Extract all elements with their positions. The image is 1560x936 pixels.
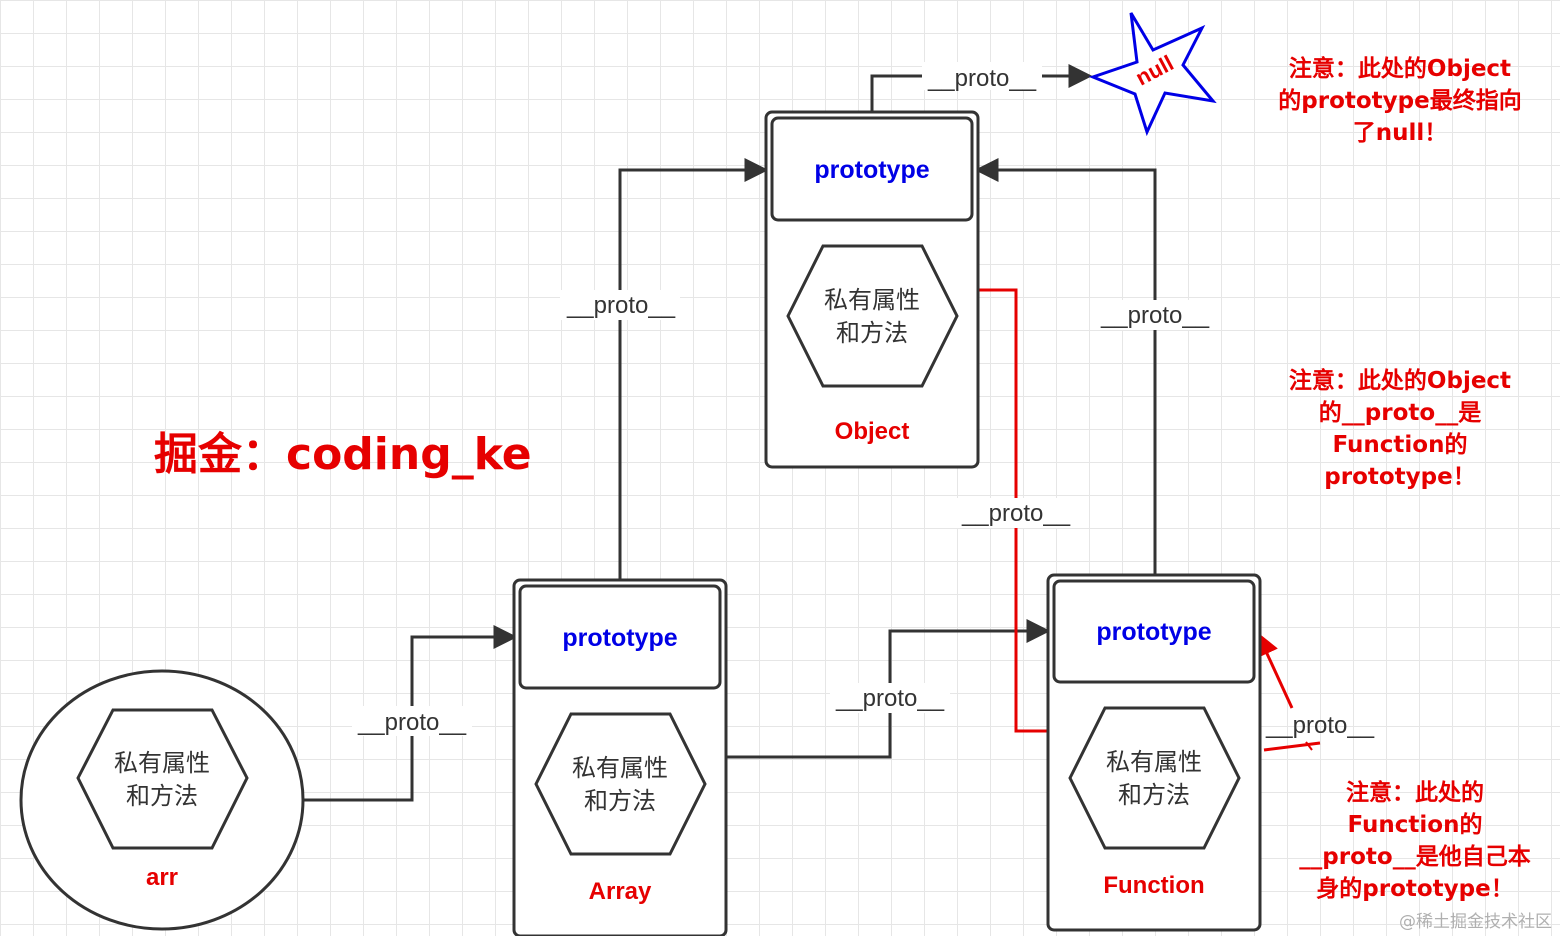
edge-label-object-to-null: __proto__ bbox=[927, 65, 1037, 92]
null-node: null bbox=[1088, 12, 1217, 137]
array-prototype-box bbox=[518, 584, 722, 690]
edge-arr-to-array: __proto__ bbox=[304, 625, 518, 802]
object-name: Object bbox=[835, 418, 910, 445]
note-object-prototype-null: 注意：此处的Object 的prototype最终指向 了null！ bbox=[1270, 53, 1530, 149]
arr-node: 私有属性 和方法 arr bbox=[19, 669, 305, 931]
edge-function-proto-to-object: __proto__ bbox=[974, 158, 1215, 575]
note-line: 了null！ bbox=[1352, 120, 1448, 146]
note-function-proto-self: 注意：此处的 Function的 __proto__是他自己本 身的protot… bbox=[1280, 777, 1550, 905]
arr-members-hexagon bbox=[76, 708, 249, 850]
function-members-hexagon bbox=[1068, 706, 1241, 850]
array-prototype-label: prototype bbox=[562, 624, 677, 652]
edge-label-array-to-object: __proto__ bbox=[566, 292, 676, 319]
array-members-hexagon bbox=[534, 712, 707, 856]
array-members-line-2: 和方法 bbox=[584, 787, 656, 815]
note-line: __proto__是他自己本 bbox=[1299, 844, 1531, 870]
array-node: prototype 私有属性 和方法 Array bbox=[512, 578, 728, 936]
arr-name: arr bbox=[146, 864, 178, 891]
edge-array-to-object: __proto__ bbox=[560, 158, 769, 582]
watermark: @稀土掘金技术社区 bbox=[1399, 912, 1552, 932]
edge-label-arr-to-array: __proto__ bbox=[357, 709, 467, 736]
object-prototype-box bbox=[770, 116, 974, 222]
object-prototype-label: prototype bbox=[814, 156, 929, 184]
note-line: 注意：此处的Object bbox=[1288, 56, 1512, 82]
note-object-proto-function: 注意：此处的Object 的__proto__是 Function的 proto… bbox=[1270, 365, 1530, 493]
object-members-hexagon bbox=[786, 244, 959, 388]
edge-label-object-to-function: __proto__ bbox=[961, 500, 1071, 527]
function-node: prototype 私有属性 和方法 Function bbox=[1046, 573, 1262, 932]
brand-label: 掘金：coding_ke bbox=[154, 429, 532, 480]
note-line: Function的 bbox=[1347, 812, 1483, 838]
function-name: Function bbox=[1103, 872, 1204, 899]
array-name: Array bbox=[589, 878, 652, 905]
edge-function-self: __proto__ bbox=[1256, 631, 1375, 752]
edge-object-to-null: __proto__ bbox=[870, 62, 1093, 111]
note-line: 注意：此处的 bbox=[1346, 780, 1484, 806]
function-members-line-1: 私有属性 bbox=[1106, 748, 1202, 776]
note-line: 注意：此处的Object bbox=[1288, 368, 1512, 394]
edge-array-to-function: __proto__ bbox=[727, 619, 1051, 759]
note-line: 的__proto__是 bbox=[1318, 400, 1482, 426]
edge-label-function-self: __proto__ bbox=[1265, 712, 1375, 739]
arr-members-line-2: 和方法 bbox=[126, 782, 198, 810]
object-node: prototype 私有属性 和方法 Object bbox=[764, 110, 980, 469]
note-line: Function的 bbox=[1332, 432, 1468, 458]
function-prototype-label: prototype bbox=[1096, 618, 1211, 646]
edge-label-function-proto-to-object: __proto__ bbox=[1100, 302, 1210, 329]
edge-label-array-to-function: __proto__ bbox=[835, 685, 945, 712]
object-members-line-1: 私有属性 bbox=[824, 286, 920, 314]
star-icon bbox=[1088, 12, 1217, 137]
note-line: 的prototype最终指向 bbox=[1278, 88, 1522, 114]
function-prototype-box bbox=[1052, 579, 1256, 684]
array-members-line-1: 私有属性 bbox=[572, 754, 668, 782]
arr-members-line-1: 私有属性 bbox=[114, 749, 210, 777]
function-members-line-2: 和方法 bbox=[1118, 781, 1190, 809]
note-line: 身的prototype！ bbox=[1316, 876, 1514, 902]
object-members-line-2: 和方法 bbox=[836, 319, 908, 347]
note-line: prototype！ bbox=[1324, 464, 1476, 490]
edge-object-to-function: __proto__ bbox=[956, 288, 1166, 733]
